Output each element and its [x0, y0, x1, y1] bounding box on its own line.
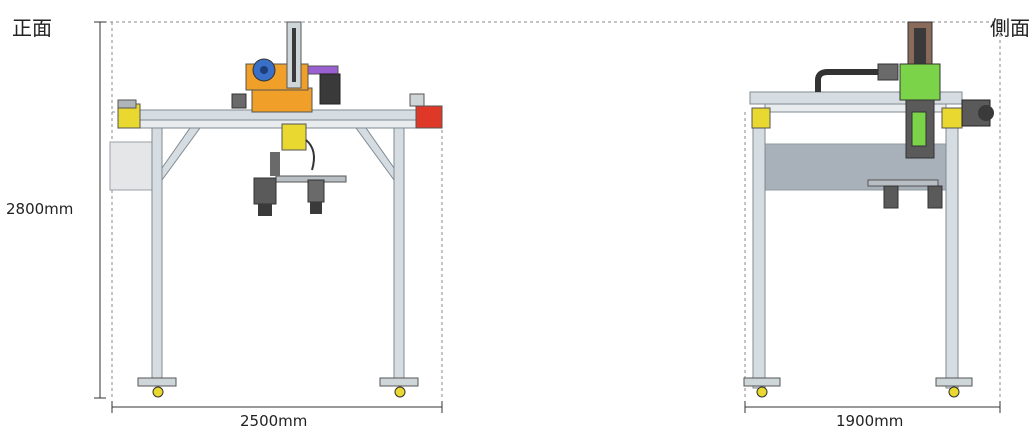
dashed-outline: [104, 21, 1001, 398]
side-green-carriage: [899, 63, 941, 101]
front-width-dimension: [111, 401, 443, 413]
front-right-foot: [379, 377, 419, 387]
front-gripper-right-unit: [307, 179, 325, 203]
side-gripper-right: [927, 185, 943, 209]
side-left-foot: [743, 377, 781, 387]
front-side-motor: [319, 73, 341, 105]
side-cable-chain: [815, 69, 880, 92]
front-right-brace: [355, 127, 395, 182]
front-z-axis-yellow: [281, 123, 307, 151]
side-gripper-left: [883, 185, 899, 209]
front-gripper-center: [270, 152, 280, 176]
front-carriage-base: [251, 87, 313, 113]
front-cable: [305, 139, 315, 171]
height-label: 2800mm: [6, 200, 74, 218]
front-left-foot: [137, 377, 177, 387]
side-left-leg: [752, 125, 766, 389]
side-right-wheel: [948, 386, 960, 398]
side-width-dimension: [744, 401, 1001, 413]
front-left-cap-top: [117, 99, 137, 109]
front-motor-hub: [260, 66, 268, 74]
side-right-leg: [945, 125, 959, 389]
side-width-label: 1900mm: [836, 412, 904, 430]
front-right-leg: [393, 127, 405, 387]
front-view-label: 正面: [12, 16, 52, 40]
side-right-motor-hub: [978, 105, 994, 121]
side-left-wheel: [756, 386, 768, 398]
front-right-cap-top: [409, 93, 425, 107]
front-top-rail: [139, 119, 417, 129]
front-small-block: [231, 93, 247, 109]
front-control-box: [109, 141, 155, 191]
front-right-wheel: [394, 386, 406, 398]
front-gripper-left-jaw: [258, 204, 272, 216]
front-gripper-right-jaw: [310, 202, 322, 214]
front-purple-arm: [307, 65, 339, 75]
side-right-foot: [935, 377, 973, 387]
front-right-endcap: [415, 105, 443, 129]
side-view-machine: [743, 21, 994, 398]
front-gripper-left-unit: [253, 177, 277, 205]
side-view-label: 側面: [990, 16, 1030, 40]
height-dimension: [94, 21, 106, 399]
side-left-corner: [751, 107, 771, 129]
front-left-wheel: [152, 386, 164, 398]
side-right-corner: [941, 107, 963, 129]
front-width-label: 2500mm: [240, 412, 308, 430]
side-z-axis-green: [911, 111, 927, 147]
front-view-machine: [109, 21, 443, 398]
front-column-core: [292, 28, 296, 82]
side-cable-end: [877, 63, 899, 81]
side-gripper-bar: [867, 179, 939, 187]
front-left-leg: [151, 127, 163, 387]
front-left-brace: [161, 127, 201, 182]
side-column-core: [914, 28, 926, 68]
